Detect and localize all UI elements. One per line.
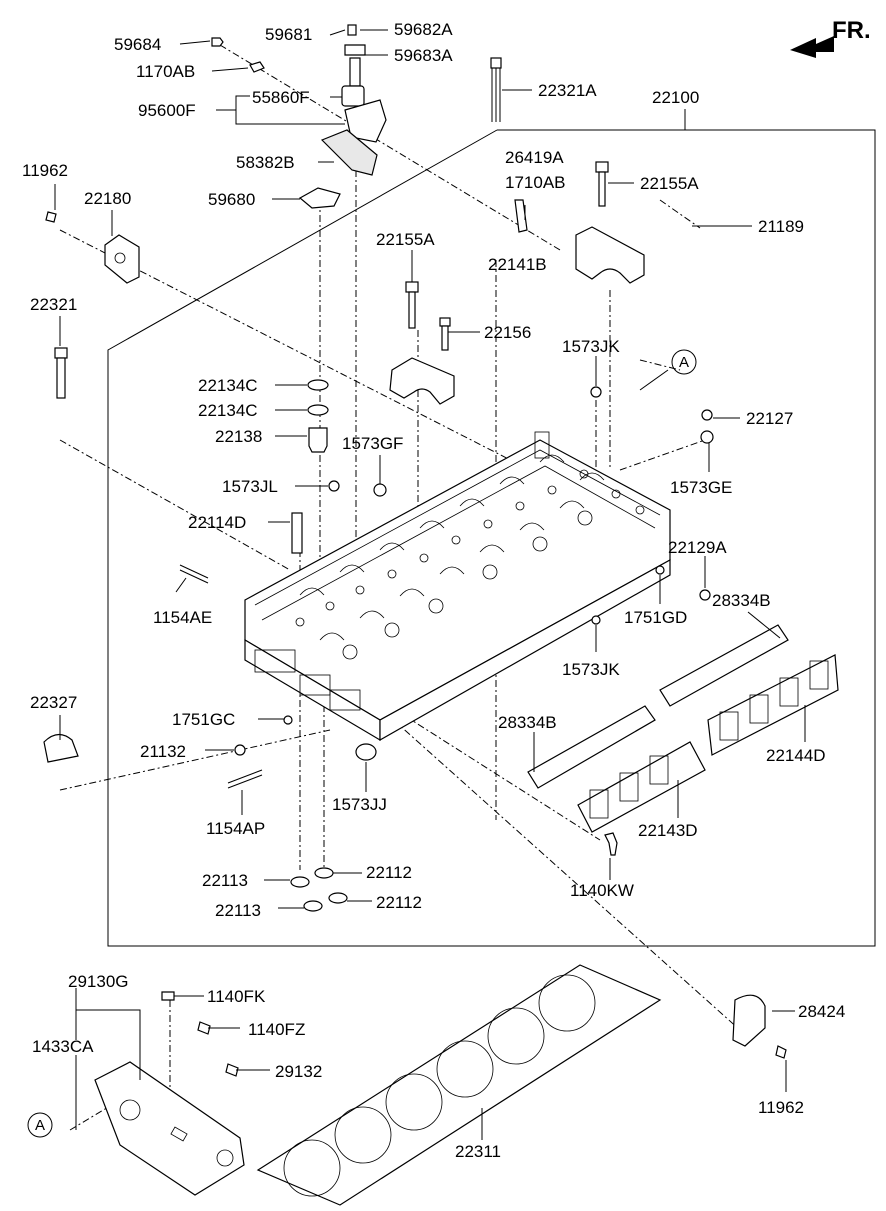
callout-22321: 22321 (30, 295, 77, 314)
callout-1140FK: 1140FK (207, 987, 266, 1006)
callout-11962-top: 11962 (22, 161, 68, 180)
callout-59682A: 59682A (394, 20, 453, 39)
callout-22114D: 22114D (188, 513, 246, 532)
callout-1573GE: 1573GE (670, 478, 732, 497)
svg-text:A: A (679, 354, 689, 371)
studs (179, 564, 263, 789)
callout-22155A-mid: 22155A (376, 230, 435, 249)
callout-1433CA: 1433CA (32, 1037, 94, 1056)
callout-28334B-top: 28334B (712, 591, 771, 610)
bolt-1140KW (604, 832, 618, 856)
callout-21132: 21132 (140, 742, 186, 761)
callout-11962-bottom: 11962 (758, 1098, 804, 1117)
callout-22156: 22156 (484, 323, 531, 342)
callout-22311: 22311 (455, 1142, 501, 1161)
callout-28424: 28424 (798, 1002, 845, 1021)
callout-22321A: 22321A (538, 81, 597, 100)
callout-28334B-bottom: 28334B (498, 713, 557, 732)
callout-1140FZ: 1140FZ (248, 1020, 305, 1039)
callout-22100: 22100 (652, 88, 699, 107)
cover-cap-59680 (298, 187, 341, 209)
callout-59681: 59681 (265, 25, 312, 44)
callout-1140KW: 1140KW (570, 881, 634, 900)
callout-22138: 22138 (215, 427, 262, 446)
callout-26419A: 26419A (505, 148, 564, 167)
long-bolts (54, 57, 609, 399)
callout-1154AP: 1154AP (206, 819, 265, 838)
callout-22144D: 22144D (766, 746, 826, 765)
leader-lines (54, 29, 806, 1140)
reference-marker-a-bottom: A (27, 1112, 53, 1138)
rear-housing-29130G (94, 1061, 245, 1196)
callout-59680: 59680 (208, 190, 255, 209)
callout-1170AB: 1170AB (136, 62, 195, 81)
callout-29132: 29132 (275, 1062, 322, 1081)
callout-58382B: 58382B (236, 153, 295, 172)
callout-1573JL: 1573JL (222, 477, 278, 496)
front-arrow-icon (790, 36, 834, 58)
lifting-bracket-22180 (104, 234, 140, 284)
callout-55860F: 55860F (252, 88, 310, 107)
svg-text:A: A (35, 1117, 45, 1134)
callout-59683A: 59683A (394, 46, 453, 65)
callout-22129A: 22129A (668, 538, 727, 557)
callout-59684: 59684 (114, 35, 161, 54)
assembly-boundary-box (107, 129, 876, 947)
bracket-28424 (732, 994, 766, 1047)
manifold-gaskets (527, 624, 789, 789)
bolt-11962-top (45, 211, 57, 223)
callout-29130G: 29130G (68, 972, 129, 991)
callout-22113-1: 22113 (202, 871, 248, 890)
callout-22155A-top: 22155A (640, 174, 699, 193)
front-direction-indicator: FR. (790, 17, 871, 58)
exhaust-manifolds (577, 654, 839, 833)
head-gasket-22311 (256, 964, 662, 1206)
cam-bearing-saddles (299, 454, 605, 641)
callout-1154AE: 1154AE (153, 608, 212, 627)
callout-1573JK-bottom: 1573JK (562, 660, 620, 679)
part-callouts: 59684 59681 59682A 59683A 1170AB 22321A … (22, 20, 845, 1161)
callout-1751GD: 1751GD (624, 608, 687, 627)
cylinder-head (244, 431, 671, 742)
callout-21189: 21189 (758, 217, 804, 236)
callout-95600F: 95600F (138, 101, 196, 120)
callout-22143D: 22143D (638, 821, 698, 840)
callout-1573GF: 1573GF (342, 434, 403, 453)
callout-22134C-1: 22134C (198, 376, 258, 395)
callout-1751GC: 1751GC (172, 710, 235, 729)
callout-1573JK-top: 1573JK (562, 337, 620, 356)
seals-and-plugs (234, 379, 714, 912)
callout-22134C-2: 22134C (198, 401, 258, 420)
camshaft-bearing-caps (389, 199, 645, 405)
callout-22112-1: 22112 (366, 863, 412, 882)
callout-1710AB: 1710AB (505, 173, 566, 192)
injector-bores (342, 510, 593, 660)
callout-1573JJ: 1573JJ (332, 795, 387, 814)
callout-22141B: 22141B (488, 255, 547, 274)
end-cover-22327 (43, 733, 79, 763)
callout-22327: 22327 (30, 693, 77, 712)
callout-22113-2: 22113 (215, 901, 261, 920)
callout-22180: 22180 (84, 189, 131, 208)
head-bolt-holes (295, 469, 645, 627)
callout-22127: 22127 (746, 409, 793, 428)
sensor-stack (211, 24, 387, 176)
front-label: FR. (832, 17, 871, 44)
reference-marker-a-top: A (671, 349, 697, 375)
callout-22112-2: 22112 (376, 893, 422, 912)
